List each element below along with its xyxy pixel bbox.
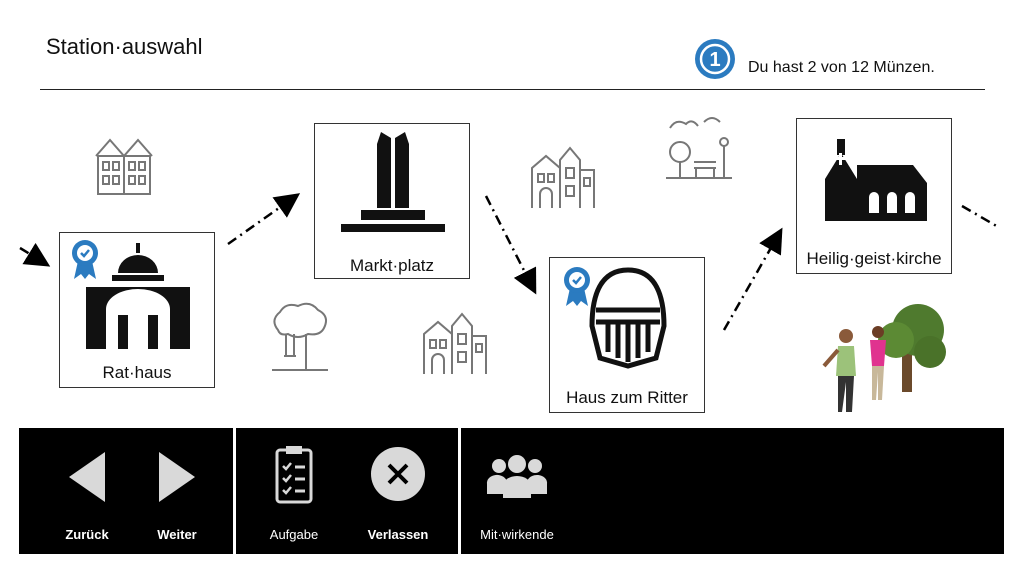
people-group-icon: [486, 455, 548, 498]
task-button[interactable]: Aufgabe: [256, 444, 332, 542]
town-hall-icon: [86, 243, 190, 349]
coin-icon: 1: [695, 39, 735, 79]
info-toolbar: Mit·wirkende: [461, 428, 1004, 554]
back-label: Zurück: [65, 527, 109, 542]
station-label: Haus zum Ritter: [566, 388, 688, 407]
station-card-marktplatz[interactable]: Markt·platz: [314, 123, 470, 279]
clipboard-icon: [275, 446, 313, 504]
leave-label: Verlassen: [367, 527, 429, 542]
header-divider: [40, 89, 985, 90]
church-icon: [825, 139, 927, 221]
route-path: [19, 193, 1001, 331]
townhouse-icon: [95, 138, 153, 195]
next-label: Weiter: [157, 527, 197, 542]
old-building-icon: [531, 146, 595, 208]
close-icon: [371, 447, 425, 501]
coin-number: 1: [709, 49, 720, 71]
station-card-rathaus[interactable]: Rat·haus: [59, 232, 215, 388]
contributors-label: Mit·wirkende: [480, 527, 554, 542]
next-button[interactable]: Weiter: [145, 446, 209, 542]
task-toolbar: Aufgabe Verlassen: [236, 428, 458, 554]
arrow-right-icon: [159, 452, 195, 502]
arrow-left-icon: [69, 452, 105, 502]
station-card-haus-zum-ritter[interactable]: Haus zum Ritter: [549, 257, 705, 413]
back-button[interactable]: Zurück: [55, 446, 119, 542]
completed-ribbon-icon: [72, 240, 98, 279]
nav-toolbar: Zurück Weiter: [19, 428, 233, 554]
leave-button[interactable]: Verlassen: [360, 444, 436, 542]
station-label: Heilig·geist·kirche: [806, 249, 942, 268]
coin-count-text: Du hast 2 von 12 Münzen.: [748, 59, 935, 76]
station-label: Markt·platz: [349, 256, 435, 275]
knight-helmet-icon: [589, 267, 667, 369]
contributors-button[interactable]: Mit·wirkende: [475, 444, 559, 542]
page-title: Station·auswahl: [46, 34, 203, 59]
characters-tree-illustration: [822, 304, 946, 412]
station-card-heiliggeistkirche[interactable]: Heilig·geist·kirche: [796, 118, 952, 274]
park-icon: [666, 117, 732, 179]
completed-ribbon-icon: [564, 267, 590, 306]
tree-swing-icon: [272, 302, 328, 371]
task-label: Aufgabe: [269, 527, 319, 542]
monument-icon: [341, 132, 445, 232]
station-label: Rat·haus: [102, 363, 172, 382]
old-building-icon: [423, 312, 487, 374]
